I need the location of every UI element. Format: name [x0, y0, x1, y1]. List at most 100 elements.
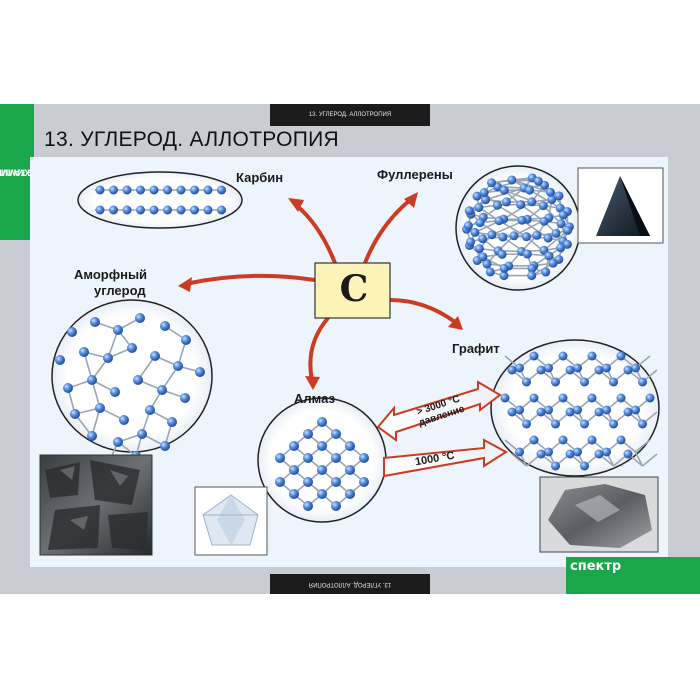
atom [594, 449, 604, 459]
atom [79, 347, 89, 357]
arrow-to-graphite [388, 298, 457, 324]
atom [573, 447, 582, 457]
label-fullerenes: Фуллерены [377, 167, 453, 182]
atom [303, 477, 313, 487]
atom [331, 453, 341, 463]
atom [554, 191, 564, 201]
bond [511, 453, 528, 467]
atom [507, 175, 517, 185]
atom [160, 321, 170, 331]
atom [544, 363, 553, 373]
atom [494, 216, 504, 226]
atom [548, 258, 558, 268]
atom [616, 393, 626, 403]
page-title: 13. УГЛЕРОД. АЛЛОТРОПИЯ [44, 128, 339, 151]
atom [580, 461, 589, 471]
atom [487, 178, 497, 188]
atom [551, 461, 560, 471]
atom [482, 259, 492, 269]
atom [317, 489, 327, 499]
atom [135, 313, 145, 323]
atom [492, 200, 502, 210]
bond [503, 189, 544, 207]
atom [558, 210, 568, 220]
label-amorphous-line1: Аморфный [74, 267, 148, 282]
atom [525, 185, 535, 195]
center-carbon-symbol: C [339, 268, 369, 310]
brand-name: спектр [570, 559, 622, 574]
atom [517, 215, 527, 225]
atom [558, 393, 568, 403]
atom [195, 367, 205, 377]
atom [565, 365, 575, 375]
bond [529, 189, 561, 209]
atom [623, 407, 633, 417]
bond [543, 229, 569, 251]
atom [157, 385, 167, 395]
atom [481, 195, 491, 205]
atom [529, 351, 539, 361]
atom [562, 239, 572, 249]
bond [526, 198, 553, 220]
arrow-to-diamond-transition [376, 380, 502, 442]
atom [181, 335, 191, 345]
atom [587, 393, 597, 403]
atom [498, 232, 508, 242]
atom [119, 415, 129, 425]
atom [501, 197, 511, 207]
atom [478, 234, 488, 244]
label-amorphous-line2: углерод [94, 283, 146, 298]
atom [587, 351, 597, 361]
atom [289, 465, 299, 475]
atom [500, 393, 510, 403]
atom [70, 409, 80, 419]
atom [573, 363, 582, 373]
atom [602, 447, 611, 457]
atom [485, 267, 495, 277]
atom [556, 243, 566, 253]
atom [176, 205, 186, 215]
atom [160, 441, 170, 451]
atom [345, 465, 355, 475]
atom [565, 407, 575, 417]
atom [551, 419, 560, 429]
atom [541, 267, 551, 277]
atom [536, 407, 546, 417]
amorphous-structure [55, 313, 205, 465]
atom [521, 232, 531, 242]
arrow-to-graphite-transition [383, 438, 508, 478]
atom [190, 185, 199, 195]
atom [638, 419, 647, 429]
atom [345, 441, 355, 451]
atom [573, 405, 582, 415]
atom [289, 489, 299, 499]
atom [479, 188, 489, 198]
diamond-lattice [275, 417, 369, 511]
atom [532, 230, 542, 240]
atom [150, 351, 160, 361]
atom [631, 405, 640, 415]
atom [474, 244, 484, 254]
atom [217, 205, 226, 215]
atom [136, 205, 145, 215]
atom [556, 219, 566, 229]
atom [133, 375, 143, 385]
atom [623, 365, 633, 375]
bond [641, 453, 658, 467]
atom [472, 191, 482, 201]
atom [109, 205, 118, 215]
atom [515, 405, 524, 415]
bond [634, 439, 651, 453]
atom [275, 477, 285, 487]
arrow-heads [178, 192, 463, 390]
atom [217, 185, 226, 195]
atom [110, 387, 120, 397]
atom [87, 431, 97, 441]
atom [345, 489, 355, 499]
atom [543, 233, 553, 243]
atom [275, 453, 285, 463]
atom [587, 435, 597, 445]
atom [538, 201, 548, 211]
atom [149, 205, 159, 215]
